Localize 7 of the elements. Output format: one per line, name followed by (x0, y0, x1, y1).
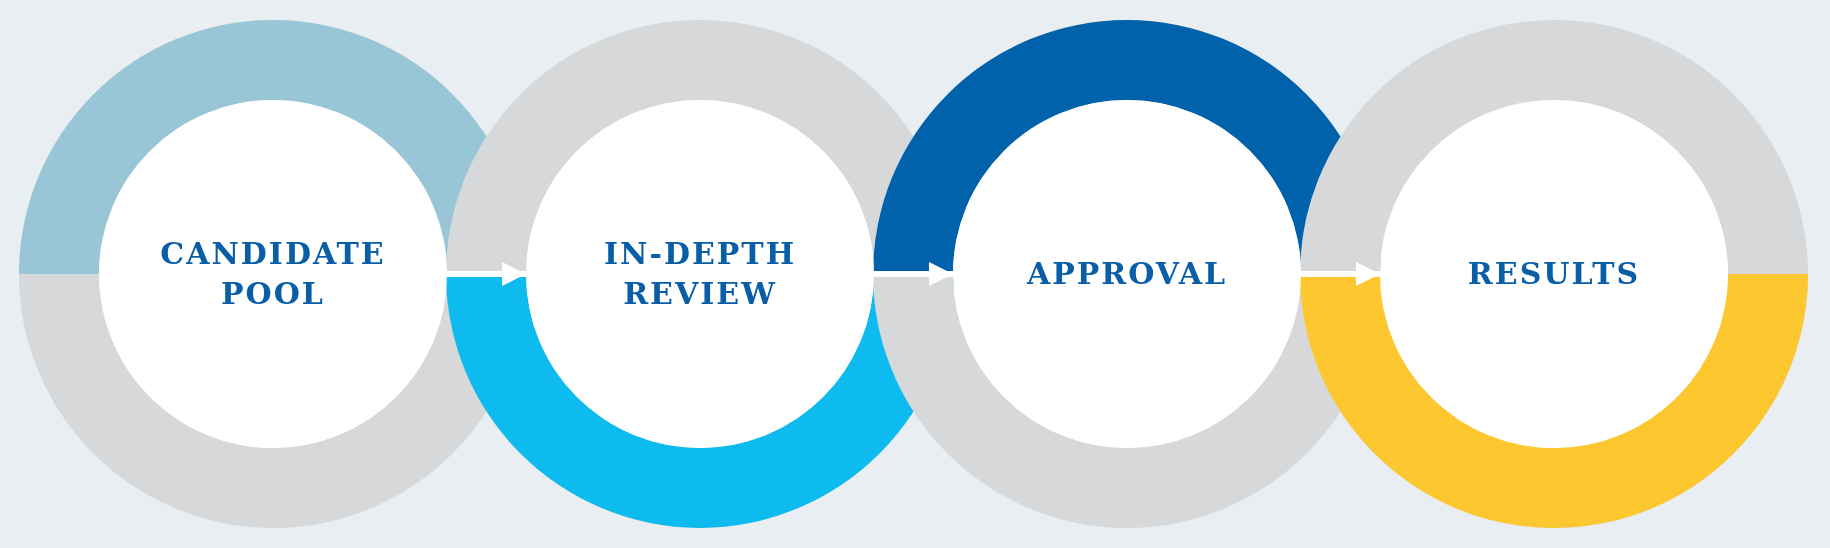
stage-label: APPROVAL (1026, 254, 1228, 293)
arrow (874, 262, 953, 286)
arrow (447, 262, 526, 286)
stage-label: CANDIDATE POOL (159, 234, 387, 313)
stage-label: RESULTS (1467, 254, 1641, 293)
arrow (1301, 262, 1380, 286)
stage-label: IN-DEPTH REVIEW (603, 234, 797, 313)
